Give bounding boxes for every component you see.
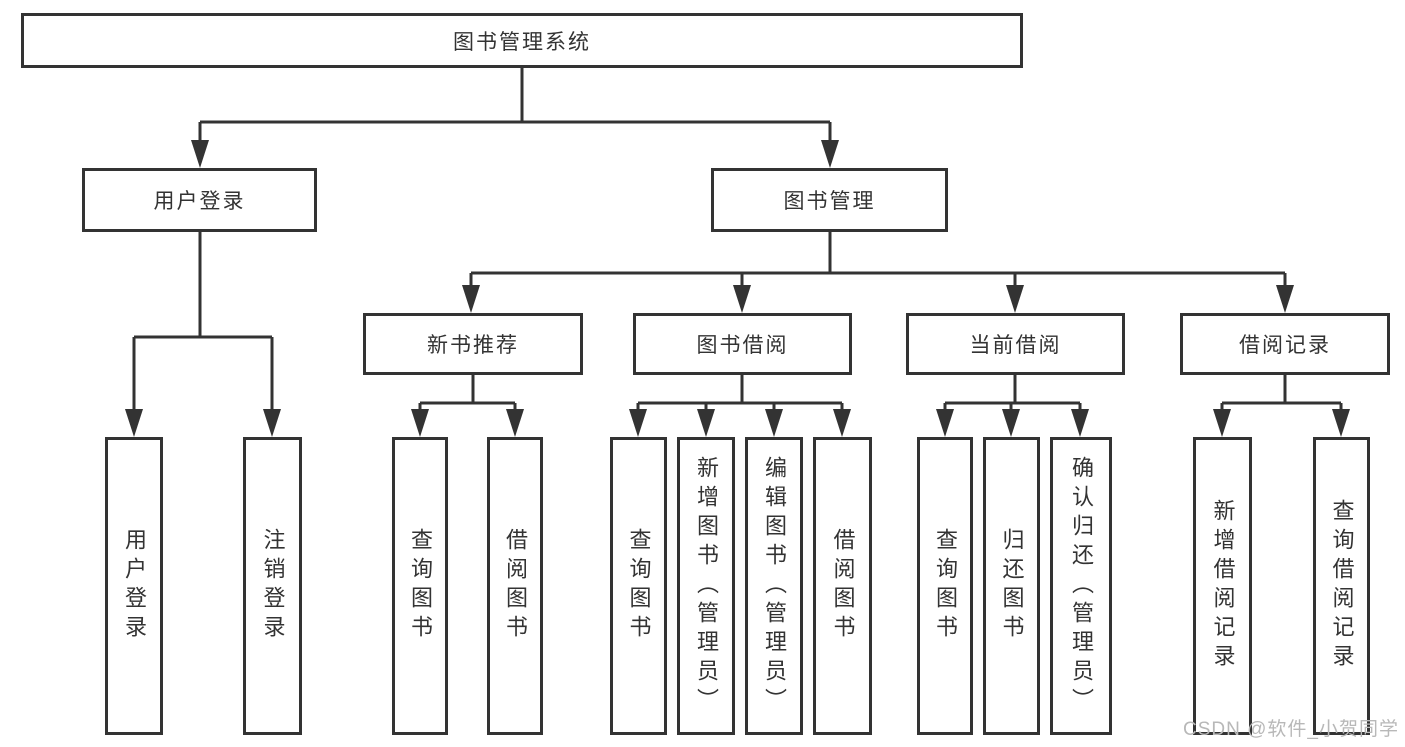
node-borrowing-records: 借阅记录 bbox=[1180, 313, 1390, 375]
leaf-query-books: 查询图书 bbox=[917, 437, 973, 735]
leaf-add-borrow-record: 新增借阅记录 bbox=[1193, 437, 1252, 735]
leaf-label: 借阅图书 bbox=[503, 528, 528, 644]
node-label: 新书推荐 bbox=[427, 334, 519, 357]
node-library-management-system: 图书管理系统 bbox=[21, 13, 1023, 68]
leaf-confirm-return-admin: 确认归还（管理员） bbox=[1050, 437, 1112, 735]
node-book-management: 图书管理 bbox=[711, 168, 948, 232]
leaf-logout: 注销登录 bbox=[243, 437, 302, 735]
node-label: 图书借阅 bbox=[696, 334, 789, 357]
connector-stems bbox=[132, 68, 1343, 413]
leaf-label: 新增借阅记录 bbox=[1210, 499, 1236, 673]
csdn-watermark: CSDN @软件_小贺同学 bbox=[1183, 719, 1399, 740]
leaf-label: 查询图书 bbox=[933, 528, 958, 644]
leaf-borrow-books: 借阅图书 bbox=[487, 437, 543, 735]
leaf-user-login: 用户登录 bbox=[105, 437, 163, 735]
node-new-book-recommendation: 新书推荐 bbox=[363, 313, 583, 375]
leaf-label: 用户登录 bbox=[122, 528, 147, 644]
node-label: 图书管理 bbox=[783, 190, 876, 213]
leaf-query-books: 查询图书 bbox=[392, 437, 448, 735]
leaf-label: 查询借阅记录 bbox=[1329, 499, 1355, 673]
leaf-query-books: 查询图书 bbox=[610, 437, 667, 735]
arrowheads bbox=[125, 140, 1350, 437]
node-user-login: 用户登录 bbox=[82, 168, 317, 232]
leaf-label: 查询图书 bbox=[408, 528, 433, 644]
leaf-borrow-books: 借阅图书 bbox=[813, 437, 872, 735]
leaf-label: 归还图书 bbox=[999, 528, 1025, 644]
leaf-label: 借阅图书 bbox=[830, 528, 856, 644]
node-book-borrowing: 图书借阅 bbox=[633, 313, 852, 375]
node-label: 用户登录 bbox=[153, 190, 246, 213]
leaf-label: 编辑图书（管理员） bbox=[762, 455, 787, 717]
leaf-label: 确认归还（管理员） bbox=[1069, 455, 1094, 717]
leaf-query-borrow-record: 查询借阅记录 bbox=[1313, 437, 1370, 735]
leaf-label: 新增图书（管理员） bbox=[694, 455, 719, 717]
node-label: 当前借阅 bbox=[969, 334, 1062, 357]
leaf-label: 查询图书 bbox=[626, 528, 652, 644]
leaf-add-books-admin: 新增图书（管理员） bbox=[677, 437, 735, 735]
node-label: 图书管理系统 bbox=[453, 30, 591, 54]
leaf-edit-books-admin: 编辑图书（管理员） bbox=[745, 437, 803, 735]
leaf-return-books: 归还图书 bbox=[983, 437, 1040, 735]
leaf-label: 注销登录 bbox=[260, 528, 286, 644]
node-label: 借阅记录 bbox=[1239, 334, 1331, 357]
node-current-borrowing: 当前借阅 bbox=[906, 313, 1125, 375]
